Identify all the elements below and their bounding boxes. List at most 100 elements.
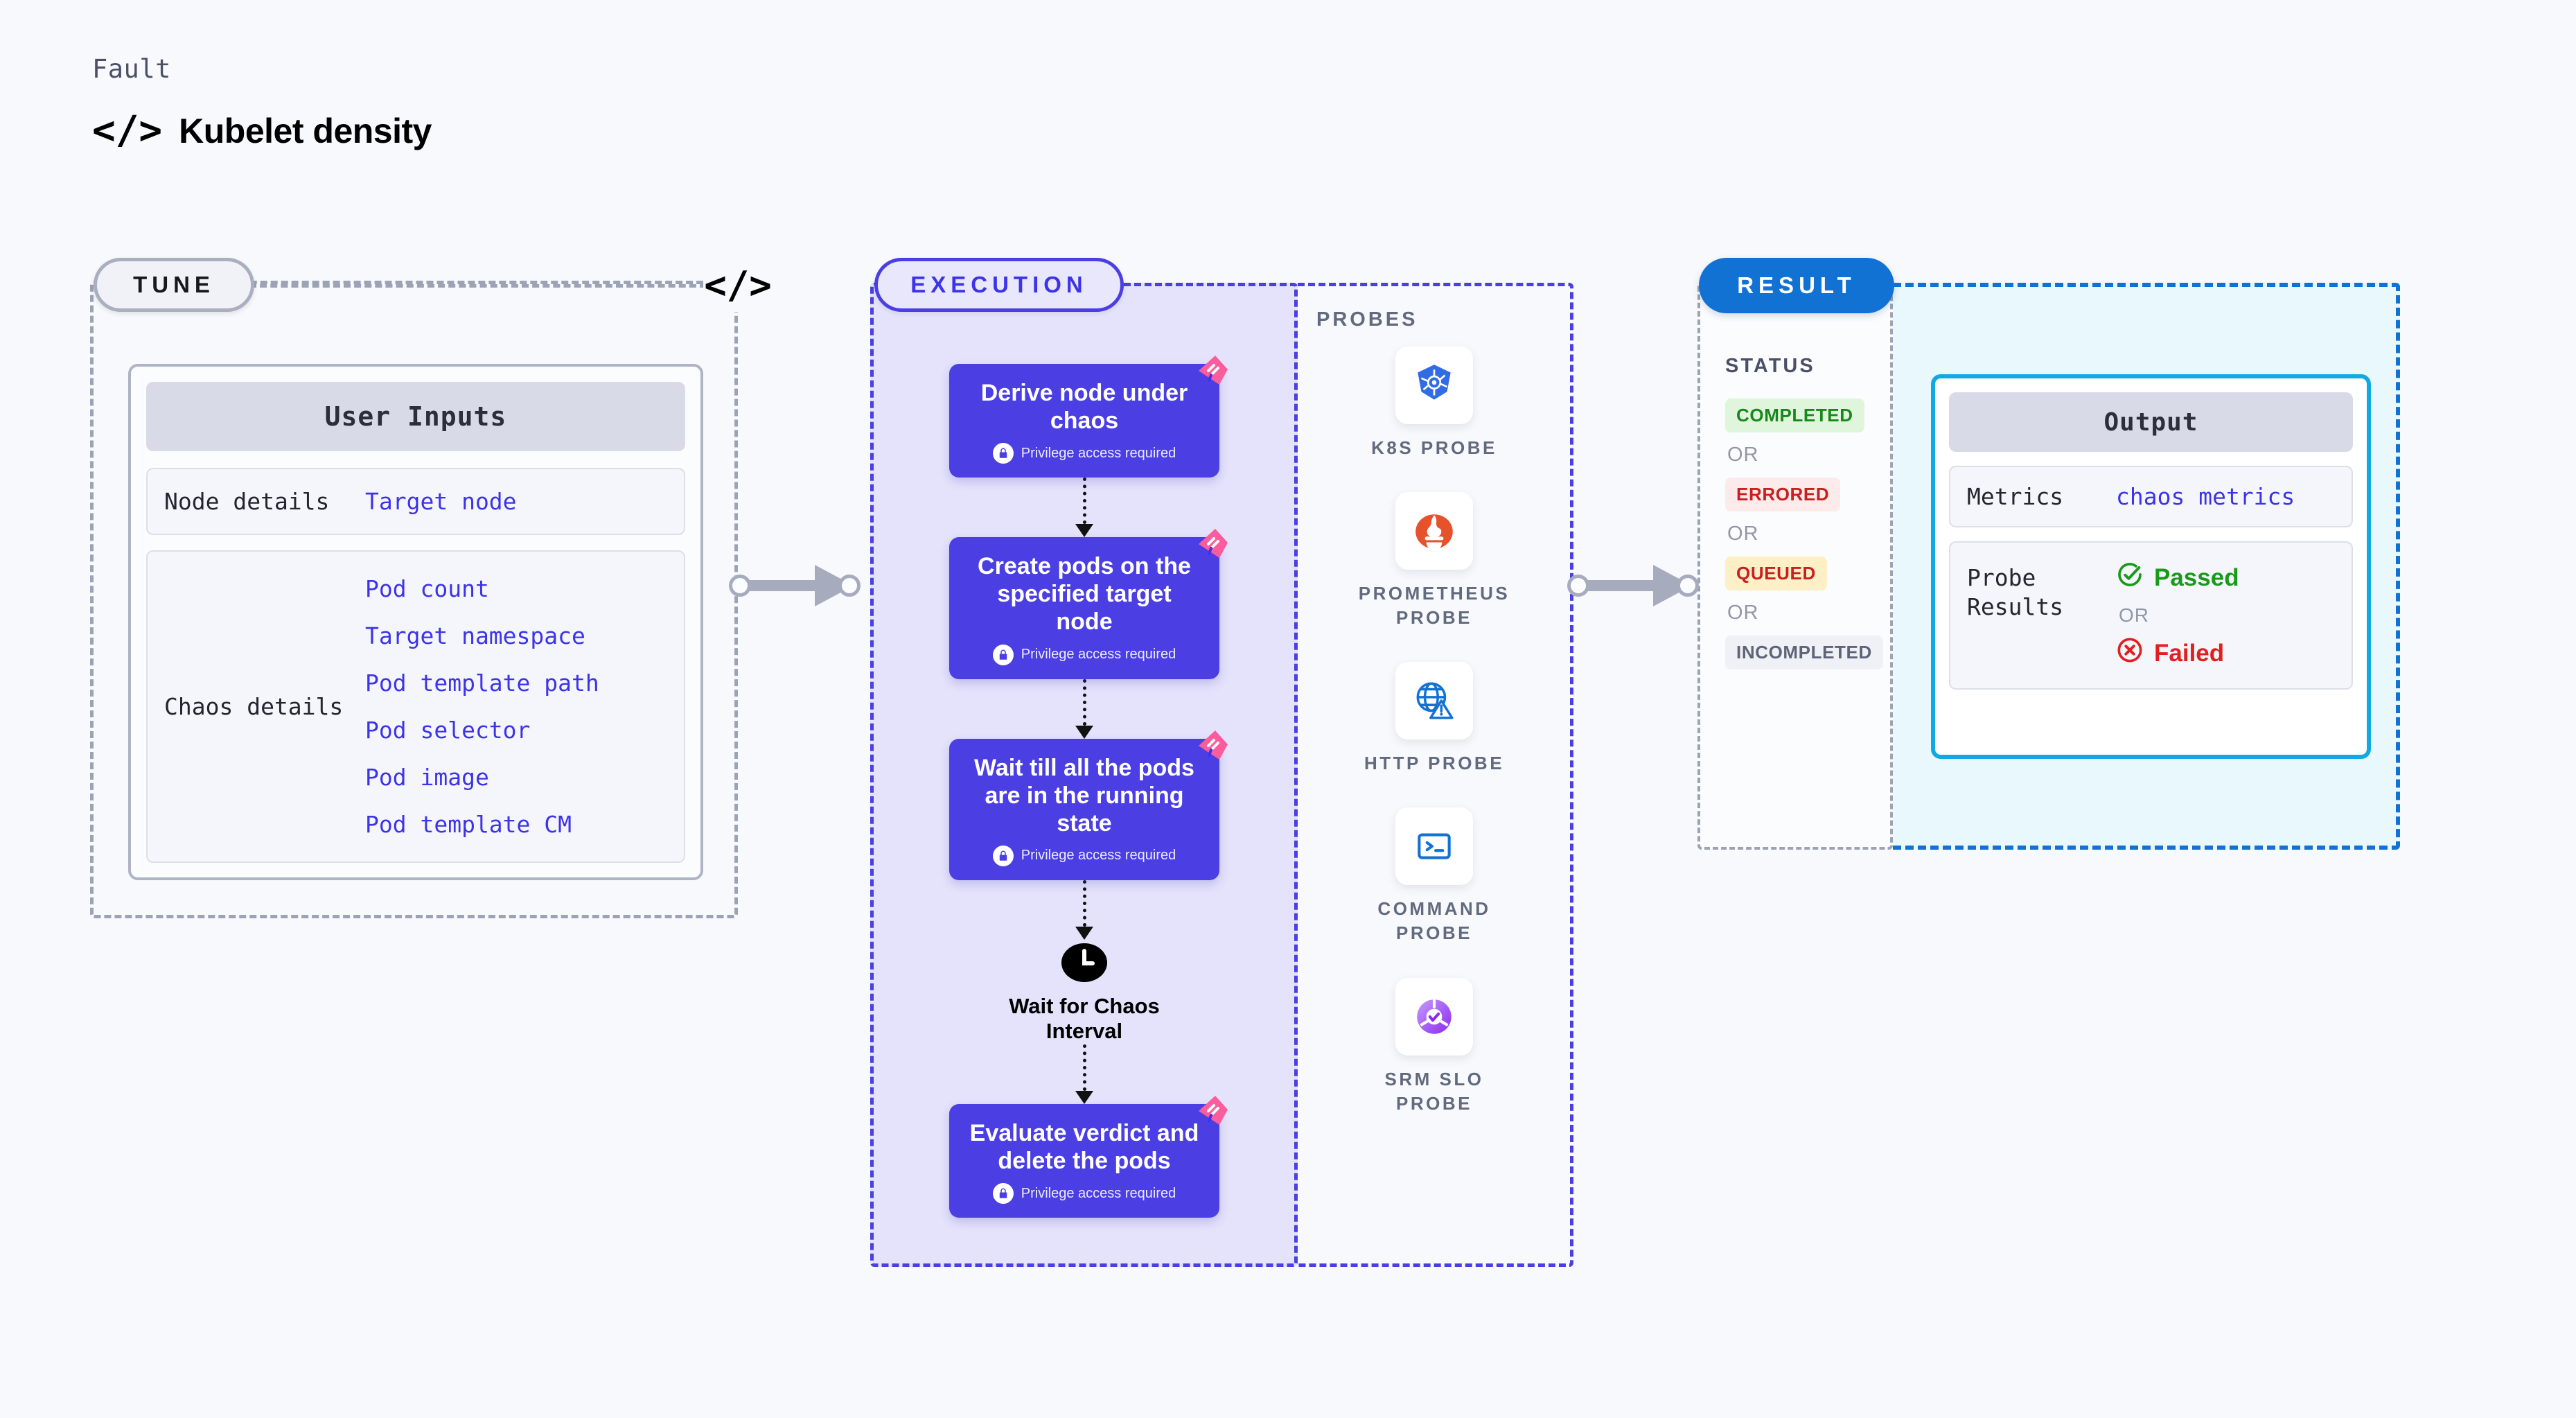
stage-badge-tune[interactable]: TUNE bbox=[94, 258, 254, 312]
probes-section-label: PROBES bbox=[1316, 308, 1418, 331]
probe-results-key: Probe Results bbox=[1967, 564, 2064, 620]
flow-step-create-pods[interactable]: Create pods on the specified target node… bbox=[949, 529, 1228, 679]
probe-item-srm-slo[interactable]: SRM SLO PROBE bbox=[1358, 977, 1510, 1116]
flow-step-title: Evaluate verdict and delete the pods bbox=[969, 1120, 1199, 1175]
fault-kicker: Fault bbox=[92, 54, 171, 84]
link-badge-icon bbox=[1192, 351, 1232, 387]
probe-tile bbox=[1395, 662, 1473, 740]
lock-icon bbox=[992, 443, 1014, 464]
privilege-note: Privilege access required bbox=[967, 644, 1201, 665]
probe-item-command[interactable]: COMMAND PROBE bbox=[1358, 807, 1510, 945]
connector-line bbox=[1082, 679, 1086, 726]
link-badge-icon bbox=[1192, 726, 1232, 762]
flow-step-evaluate-verdict[interactable]: Evaluate verdict and delete the pods Pri… bbox=[949, 1096, 1228, 1218]
privilege-note: Privilege access required bbox=[967, 1183, 1201, 1205]
metrics-value[interactable]: chaos metrics bbox=[2116, 483, 2295, 511]
connector-arrowhead bbox=[1075, 1091, 1093, 1105]
input-target-namespace[interactable]: Target namespace bbox=[365, 622, 585, 650]
arrow-endpoint-left bbox=[729, 575, 751, 597]
page-title-row: </> Kubelet density bbox=[92, 111, 432, 151]
arrow-endpoint-right bbox=[1677, 575, 1699, 597]
verdict-passed-label: Passed bbox=[2154, 563, 2239, 591]
verdict-failed: Failed bbox=[2116, 636, 2239, 670]
flow-connector bbox=[949, 478, 1219, 538]
input-pod-selector[interactable]: Pod selector bbox=[365, 717, 531, 744]
lock-icon bbox=[992, 1183, 1014, 1205]
flow-connector bbox=[949, 679, 1219, 739]
link-badge-icon bbox=[1192, 1092, 1232, 1128]
connector-arrowhead bbox=[1075, 926, 1093, 940]
wait-node-label: Wait for Chaos Interval bbox=[1009, 993, 1160, 1044]
probe-results-values: Passed OR Failed bbox=[2116, 561, 2239, 670]
chaos-details-key: Chaos details bbox=[164, 693, 344, 721]
status-or: OR bbox=[1727, 523, 1759, 545]
flow-step-derive-node[interactable]: Derive node under chaos Privilege access… bbox=[949, 356, 1228, 478]
input-pod-count[interactable]: Pod count bbox=[365, 575, 489, 603]
flow-connector bbox=[949, 1044, 1219, 1105]
verdict-or: OR bbox=[2119, 604, 2149, 627]
privilege-note: Privilege access required bbox=[967, 845, 1201, 866]
probe-results-row: Probe Results Passed OR bbox=[1949, 541, 2353, 690]
probe-label: K8S PROBE bbox=[1371, 437, 1497, 458]
metrics-row: Metrics chaos metrics bbox=[1949, 466, 2353, 528]
stage-badge-execution[interactable]: EXECUTION bbox=[874, 258, 1124, 312]
probes-section-panel bbox=[1298, 283, 1573, 1267]
code-icon: </> bbox=[92, 108, 163, 153]
probe-label: SRM SLO PROBE bbox=[1384, 1068, 1484, 1114]
status-badge-incompleted: INCOMPLETED bbox=[1725, 636, 1883, 669]
flow-connector bbox=[949, 879, 1219, 940]
probe-tile bbox=[1395, 807, 1473, 886]
connector-arrowhead bbox=[1075, 725, 1093, 739]
tune-header-dashed-line bbox=[249, 284, 707, 288]
verdict-passed: Passed bbox=[2116, 561, 2239, 595]
user-inputs-title: User Inputs bbox=[146, 382, 685, 451]
status-list: COMPLETED OR ERRORED OR QUEUED OR INCOMP… bbox=[1725, 399, 1883, 669]
lock-icon bbox=[992, 845, 1014, 866]
wait-for-chaos-interval-node: Wait for Chaos Interval bbox=[949, 940, 1219, 1044]
connector-arrow-execution-to-result bbox=[1567, 565, 1699, 606]
privilege-note: Privilege access required bbox=[967, 443, 1201, 464]
clock-icon bbox=[1061, 940, 1107, 986]
privilege-note-text: Privilege access required bbox=[1021, 1185, 1176, 1201]
terminal-icon bbox=[1418, 833, 1451, 859]
probe-item-prometheus[interactable]: PROMETHEUS PROBE bbox=[1358, 492, 1510, 630]
node-details-row: Node details Target node bbox=[146, 468, 685, 536]
user-inputs-card: User Inputs Node details Target node Cha… bbox=[128, 364, 703, 880]
node-details-values: Target node bbox=[365, 488, 517, 515]
chaos-details-row: Chaos details Pod count Target namespace… bbox=[146, 550, 685, 864]
input-target-node[interactable]: Target node bbox=[365, 488, 517, 516]
prometheus-icon bbox=[1415, 514, 1453, 550]
tune-code-icon: </> bbox=[703, 258, 773, 312]
input-pod-template-cm[interactable]: Pod template CM bbox=[365, 811, 572, 839]
flow-step-wait-pods-running[interactable]: Wait till all the pods are in the runnin… bbox=[949, 730, 1228, 880]
probe-label: PROMETHEUS PROBE bbox=[1358, 583, 1510, 629]
status-badge-completed: COMPLETED bbox=[1725, 399, 1864, 432]
input-pod-template-path[interactable]: Pod template path bbox=[365, 669, 599, 697]
probe-item-k8s[interactable]: K8S PROBE bbox=[1358, 347, 1510, 460]
status-badge-errored: ERRORED bbox=[1725, 478, 1841, 511]
probe-list: K8S PROBE PROMETHEUS PROBE bbox=[1358, 347, 1510, 1116]
flow-step-title: Derive node under chaos bbox=[980, 380, 1188, 435]
status-label: STATUS bbox=[1725, 355, 1815, 377]
arrow-endpoint-left bbox=[1567, 575, 1589, 597]
status-badge-queued: QUEUED bbox=[1725, 557, 1827, 590]
check-circle-icon bbox=[2116, 561, 2144, 595]
connector-line bbox=[1082, 1044, 1086, 1092]
verdict-failed-label: Failed bbox=[2154, 639, 2225, 667]
stage-badge-result[interactable]: RESULT bbox=[1699, 258, 1894, 313]
probe-item-http[interactable]: HTTP PROBE bbox=[1358, 662, 1510, 776]
x-circle-icon bbox=[2116, 636, 2144, 670]
probe-tile bbox=[1395, 347, 1473, 424]
privilege-note-text: Privilege access required bbox=[1021, 848, 1176, 864]
connector-line bbox=[1082, 478, 1086, 525]
probe-label: HTTP PROBE bbox=[1364, 753, 1505, 774]
link-badge-icon bbox=[1192, 525, 1232, 561]
metrics-key: Metrics bbox=[1967, 483, 2064, 510]
privilege-note-text: Privilege access required bbox=[1021, 445, 1176, 461]
flow-step-title: Wait till all the pods are in the runnin… bbox=[974, 754, 1194, 837]
page-title: Kubelet density bbox=[179, 112, 432, 150]
chaos-details-values: Pod count Target namespace Pod template … bbox=[365, 575, 599, 838]
probe-tile bbox=[1395, 977, 1473, 1056]
status-or: OR bbox=[1727, 444, 1759, 466]
input-pod-image[interactable]: Pod image bbox=[365, 764, 489, 791]
